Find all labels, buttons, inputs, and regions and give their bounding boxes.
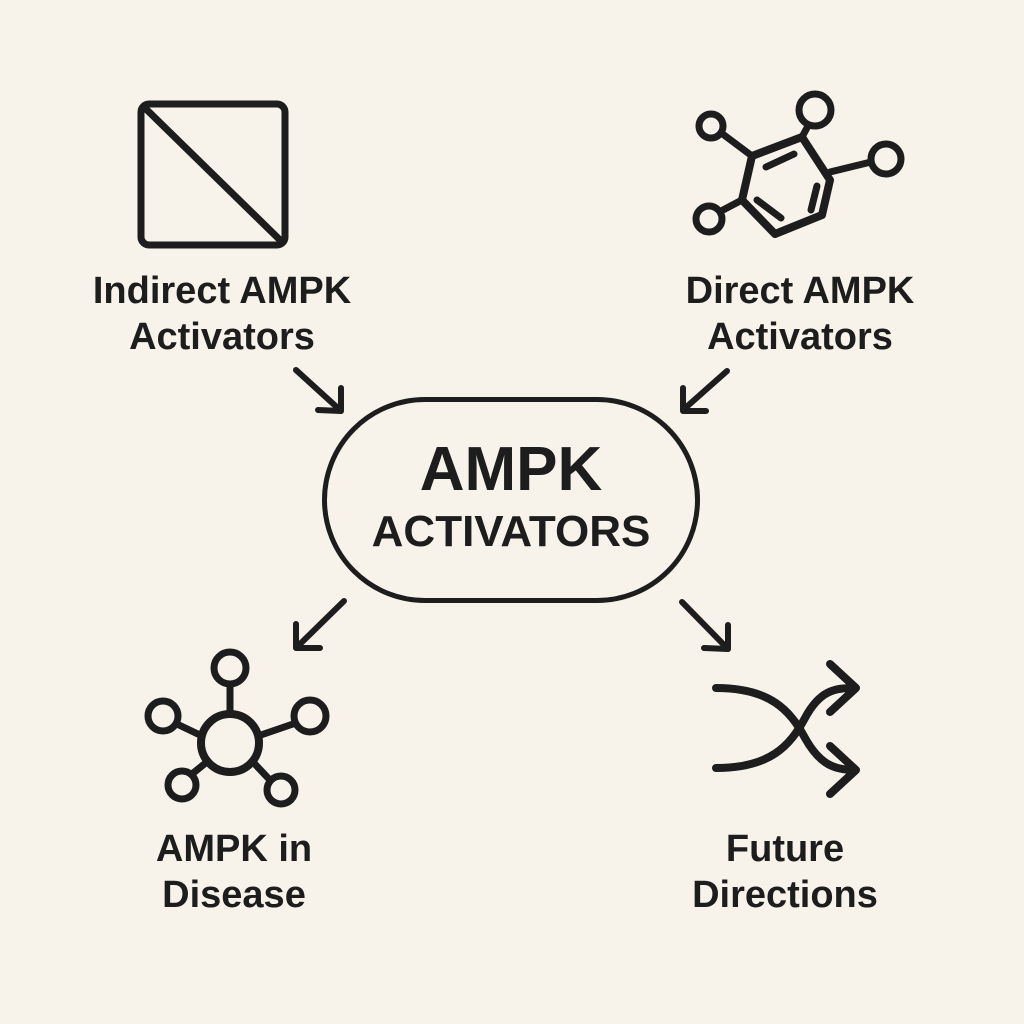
node-label-direct-line1: Direct AMPK (685, 270, 915, 312)
arrow-indirect-to-center (293, 367, 344, 414)
shuffle-arrows-icon (712, 660, 860, 798)
node-label-disease-line1: AMPK in (155, 828, 313, 870)
network-hub-icon (144, 648, 330, 808)
node-label-indirect-line1: Indirect AMPK (92, 270, 352, 312)
arrow-center-to-disease (293, 598, 347, 651)
arrow-direct-to-center (680, 368, 730, 414)
node-label-future-line1: Future (725, 828, 845, 870)
node-label-future-line2: Directions (692, 874, 878, 916)
node-label-direct-line2: Activators (707, 316, 893, 358)
center-node (322, 397, 700, 603)
arrow-center-to-future (679, 599, 731, 652)
node-label-direct: Direct AMPK Activators (620, 268, 980, 360)
node-label-disease: AMPK in Disease (104, 826, 364, 918)
node-label-indirect: Indirect AMPK Activators (42, 268, 402, 360)
node-label-disease-line2: Disease (162, 874, 306, 916)
center-label-line1: AMPK (419, 435, 603, 504)
center-label-line2: ACTIVATORS (371, 507, 651, 556)
square-diagonal-icon (137, 100, 289, 249)
node-label-indirect-line2: Activators (129, 316, 315, 358)
node-label-future: Future Directions (655, 826, 915, 918)
molecule-ring-icon (692, 90, 905, 238)
center-label: AMPK ACTIVATORS (322, 435, 700, 559)
